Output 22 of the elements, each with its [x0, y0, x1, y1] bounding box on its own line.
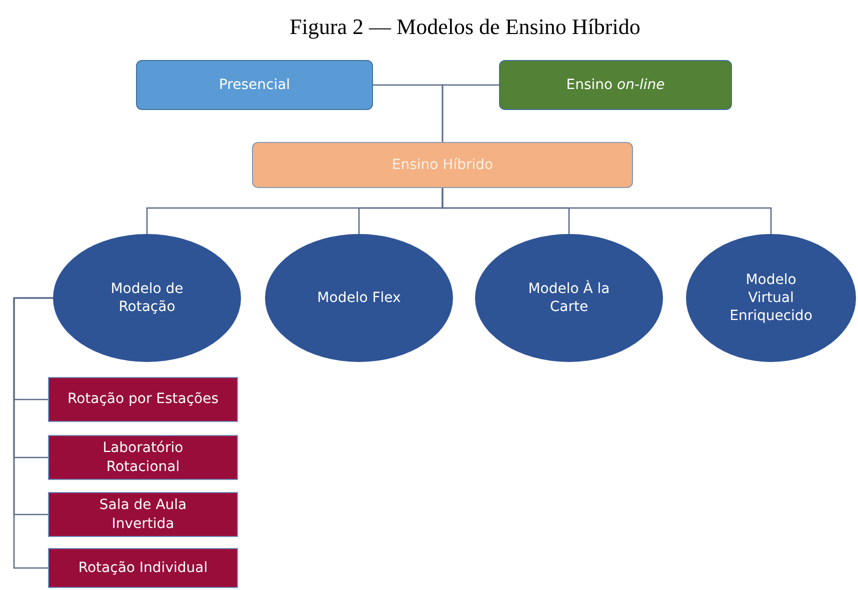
- category-box: [499, 60, 732, 110]
- node-label: Rotação Individual: [78, 558, 208, 578]
- connector-line: [442, 84, 499, 142]
- node-label: Ensino on-line: [566, 76, 665, 94]
- submodel-box: [48, 548, 238, 588]
- connector-line: [442, 188, 772, 234]
- submodel-box: [48, 377, 238, 422]
- node-label: Laboratório Rotacional: [102, 439, 184, 476]
- submodel-box: [48, 435, 238, 480]
- node-label: Ensino Híbrido: [392, 156, 494, 174]
- node-label: Modelo Virtual Enriquecido: [728, 270, 814, 326]
- connector-line: [13, 297, 53, 569]
- category-box: [136, 60, 373, 110]
- node-label: Modelo Flex: [317, 288, 401, 308]
- category-box: [252, 142, 633, 188]
- figure-title: Figura 2 — Modelos de Ensino Híbrido: [288, 14, 642, 40]
- node-label: Presencial: [218, 76, 290, 94]
- node-label: Rotação por Estações: [67, 390, 219, 409]
- submodel-box: [48, 492, 238, 537]
- node-label: Modelo À la Carte: [527, 280, 611, 316]
- node-label: Modelo de Rotação: [110, 280, 184, 316]
- node-label: Sala de Aula Invertida: [98, 496, 188, 533]
